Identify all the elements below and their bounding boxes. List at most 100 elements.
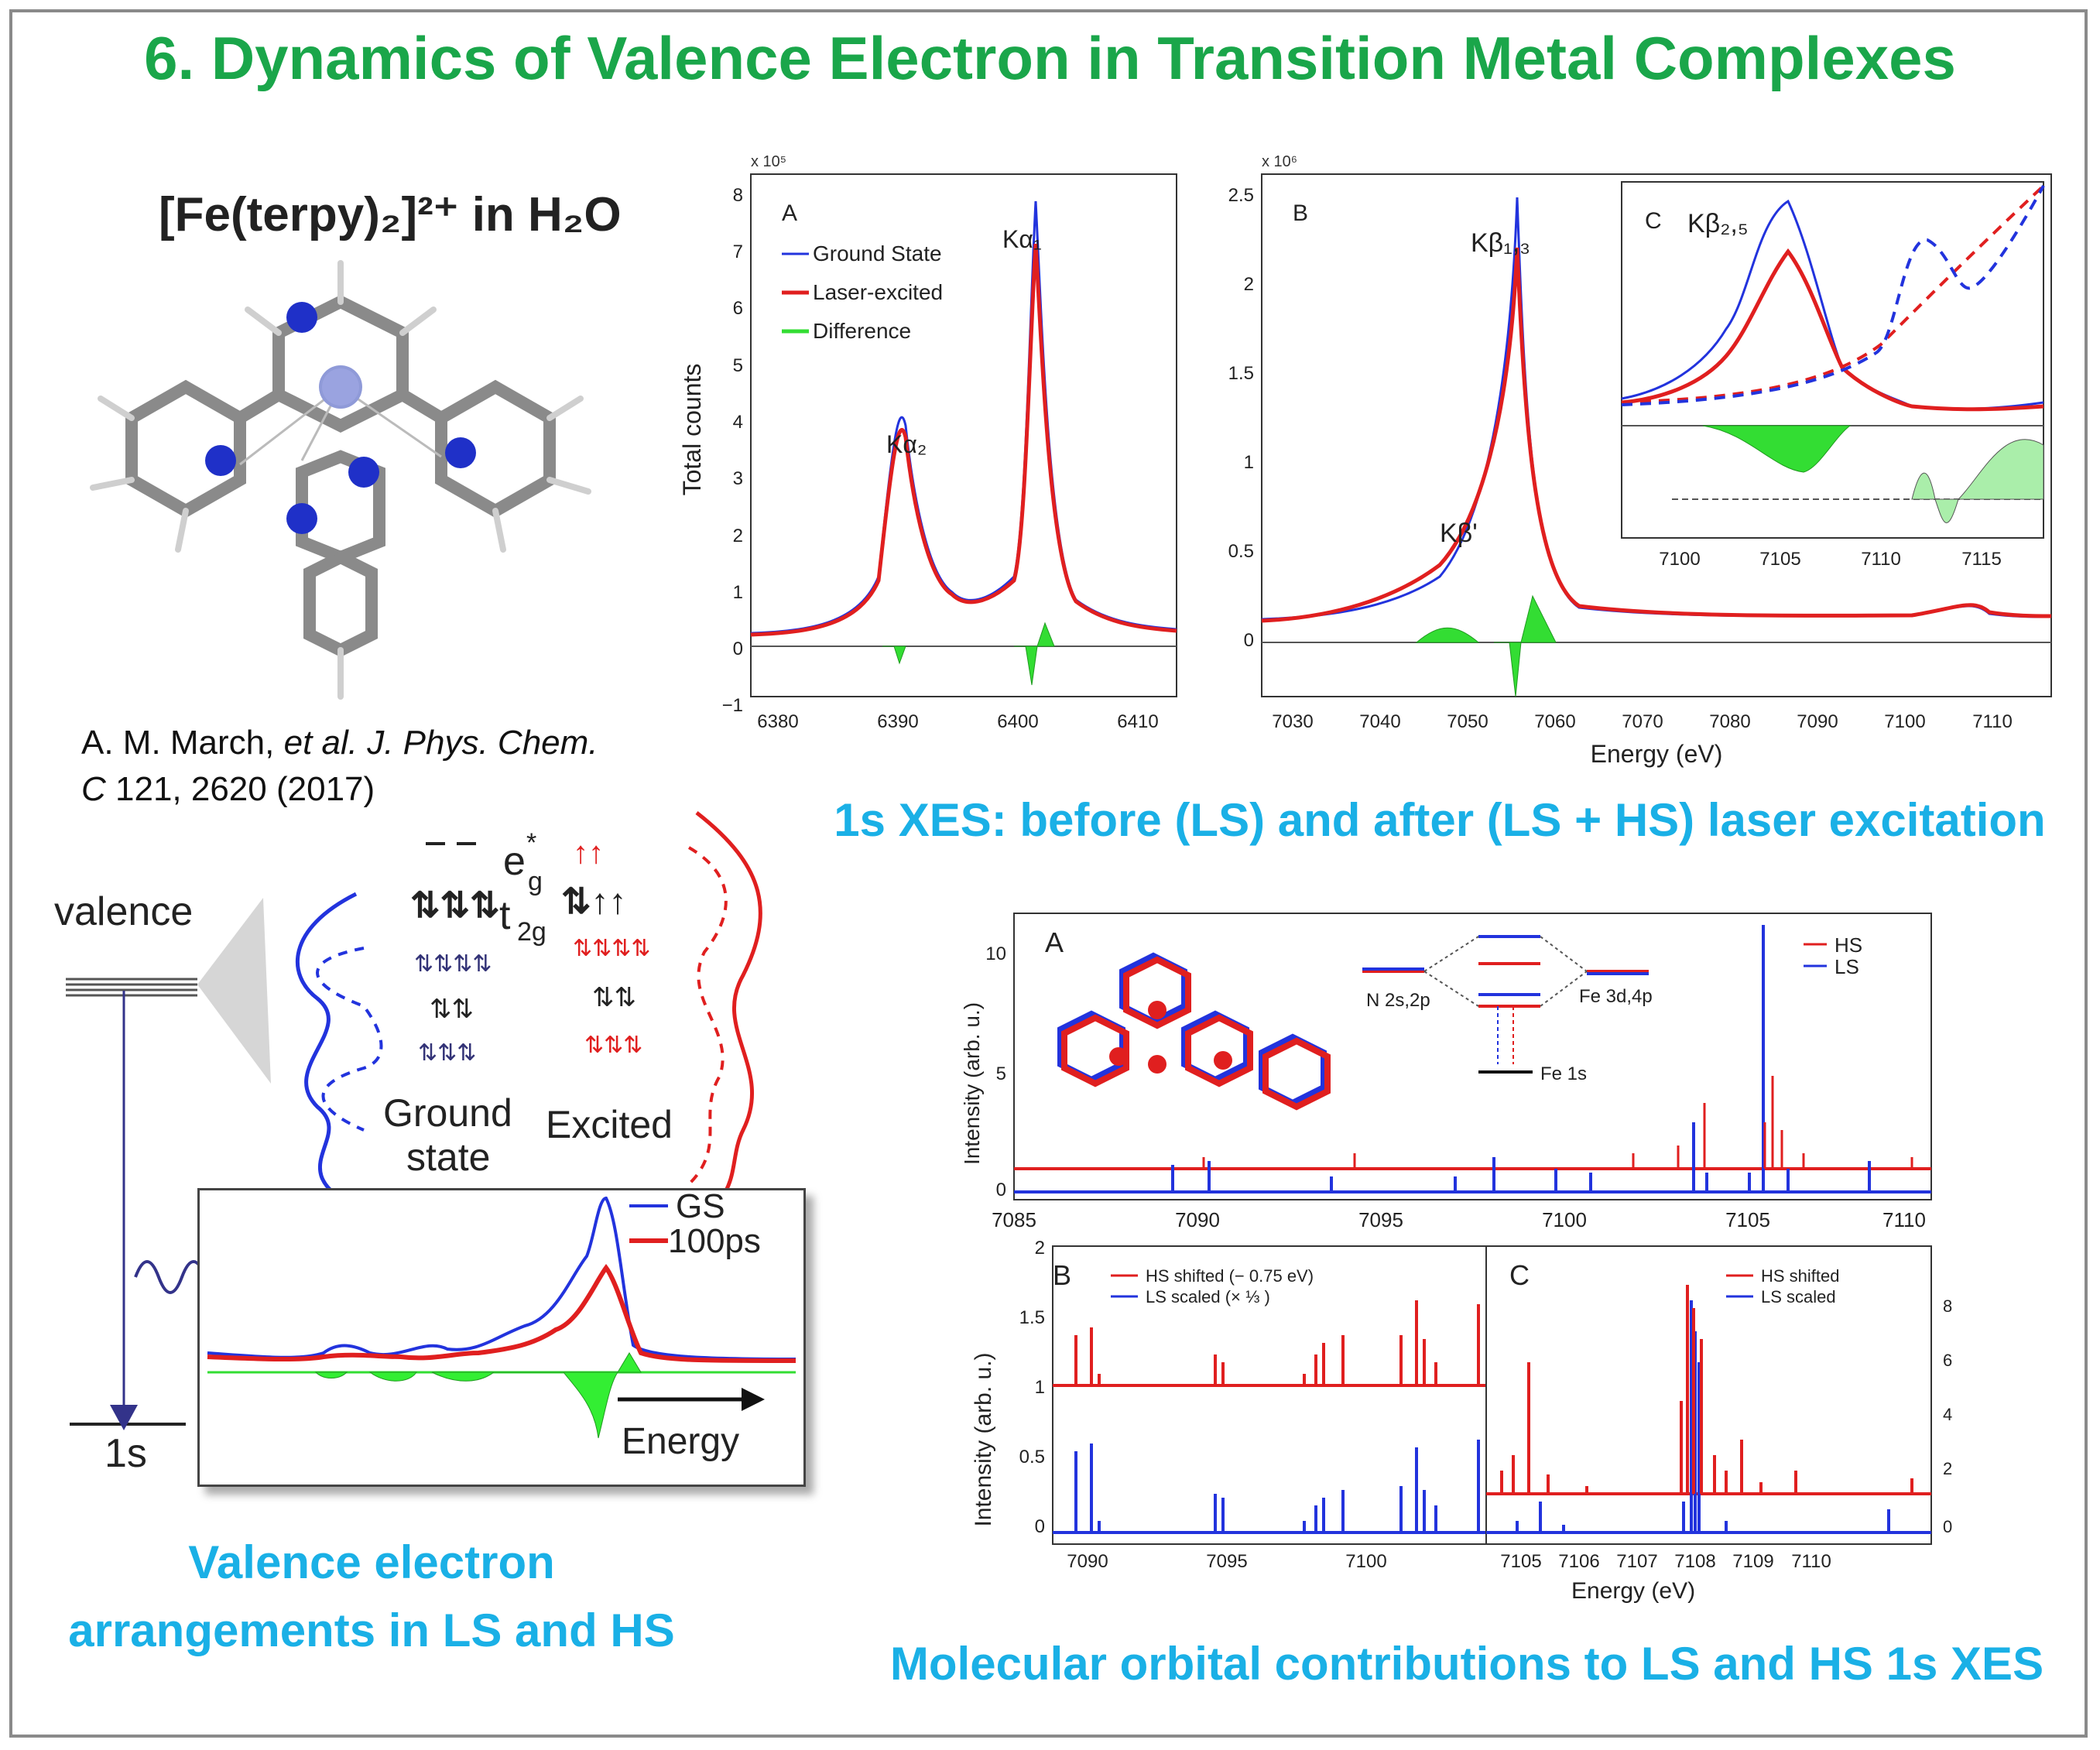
mo-a-ytick: 0: [996, 1180, 1006, 1200]
xes-a-label: A: [782, 200, 797, 226]
xes-b-peak-kbprime: Kβ': [1440, 519, 1478, 548]
xes-a-xtick: 6390: [877, 711, 918, 732]
inset-legend-gs-label: GS: [676, 1190, 725, 1225]
xes-a-ytick: 5: [733, 355, 743, 376]
mo-a-xtick: 7090: [1175, 1208, 1220, 1231]
xes-a-ytick: 7: [733, 241, 743, 262]
xes-c-diff-fill: [1702, 425, 1852, 473]
mo-c-ytick: 4: [1943, 1405, 1952, 1424]
excited-t2g-electrons: ⇅↑↑: [561, 881, 627, 921]
mo-c-xtick: 7105: [1500, 1551, 1541, 1572]
mo-c-ytick: 2: [1943, 1459, 1952, 1478]
valence-label: valence: [54, 889, 193, 934]
mo-b-ls-sticks: [1074, 1440, 1480, 1533]
xes-b-xtick: 7060: [1534, 711, 1575, 732]
caption-mo: Molecular orbital contributions to LS an…: [889, 1638, 2044, 1690]
xes-c-label: C: [1645, 208, 1662, 234]
mo-c-legend-ls: LS scaled: [1761, 1287, 1836, 1307]
mo-a-ytick: 5: [996, 1063, 1006, 1084]
xes-c-excited-curve: [1621, 248, 2044, 412]
energy-arrow-icon: [742, 1388, 765, 1411]
xes-b-ytick: 1: [1244, 452, 1254, 473]
citation: A. M. March, et al. J. Phys. Chem. C 121…: [81, 720, 701, 813]
mo-b-ylabel: Intensity (arb. u.): [971, 1352, 996, 1526]
xes-b-xtick: 7030: [1272, 711, 1313, 732]
excited-level-electrons: ⇅⇅⇅⇅: [573, 936, 651, 961]
mo-b-hs-sticks: [1074, 1300, 1480, 1385]
mo-c-xlabel: Energy (eV): [1571, 1578, 1695, 1604]
citation-authors: A. M. March,: [81, 724, 284, 762]
mo-b-legend-hs: HS shifted (− 0.75 eV): [1146, 1266, 1314, 1286]
xes-b-xtick: 7110: [1972, 711, 2013, 732]
mo-a-ytick: 10: [985, 943, 1006, 964]
ground-state-label-1: Ground: [383, 1091, 512, 1135]
mo-a-xtick: 7110: [1882, 1208, 1926, 1231]
xes-a-xtick: 6400: [997, 711, 1038, 732]
xes-b-label: B: [1293, 200, 1308, 226]
xes-a-ylabel: Total counts: [678, 364, 706, 496]
legend-excited-label: Laser-excited: [813, 280, 943, 304]
mo-a-label: A: [1045, 926, 1064, 958]
mo-c-ytick: 6: [1943, 1351, 1952, 1370]
inset-difference-fill: [314, 1352, 642, 1439]
molecule-structure-image: [90, 260, 591, 700]
mo-a-ylabel: Intensity (arb. u.): [960, 1002, 984, 1165]
xes-a-excited-curve: [750, 243, 1177, 637]
excited-state-label: Excited: [546, 1103, 673, 1146]
mo-b-ytick: 2: [1035, 1238, 1045, 1259]
mo-panel-c-frame: [1485, 1245, 1932, 1545]
ground-dos-dashed: [316, 947, 383, 1132]
xes-b-ytick: 0.5: [1228, 541, 1254, 562]
mo-c-ls-sticks: [1516, 1300, 1890, 1533]
xes-a-peak-ka1: Kα₁: [1002, 225, 1042, 253]
mo-c-xtick: 7109: [1732, 1551, 1773, 1572]
xes-c-xtick: 7115: [1961, 549, 2002, 570]
mo-a-hs-sticks: [1202, 1076, 1913, 1169]
xes-b-diff-fill: [1494, 594, 1557, 697]
excited-level-electrons: ⇅⇅⇅: [584, 1033, 642, 1058]
mo-b-ytick: 0.5: [1019, 1447, 1045, 1467]
ground-level-electrons: ⇅⇅: [430, 995, 474, 1024]
slide-frame: [9, 9, 2088, 1738]
xes-a-ytick: 0: [733, 639, 743, 659]
mo-a-molecule-sketch: [1057, 952, 1331, 1111]
mo-b-ytick: 1: [1035, 1377, 1045, 1398]
mo-a-ls-sticks: [1171, 925, 1871, 1192]
citation-etal: et al. J. Phys. Chem.: [283, 724, 598, 762]
mo-c-xtick: 7108: [1674, 1551, 1715, 1572]
xes-b-diff-fill: [1415, 627, 1480, 643]
xes-a-peak-ka2: Kα₂: [886, 430, 927, 458]
excited-level-electrons: ⇅⇅: [592, 983, 636, 1012]
xes-b-peak-kb13: Kβ₁,₃: [1471, 228, 1530, 258]
mo-a-xtick: 7095: [1358, 1208, 1403, 1231]
mo-a-xtick: 7085: [992, 1208, 1036, 1231]
caption-xes: 1s XES: before (LS) and after (LS + HS) …: [834, 794, 2046, 846]
legend-difference-label: Difference: [813, 319, 911, 343]
inset-energy-label: Energy: [622, 1421, 739, 1462]
xes-a-ground-curve: [750, 200, 1177, 635]
inset-legend-100ps-label: 100ps: [668, 1222, 761, 1260]
caption-valence-line2: arrangements in LS and HS: [68, 1604, 675, 1656]
xes-c-xtick: 7110: [1861, 549, 1901, 570]
slide-title: 6. Dynamics of Valence Electron in Trans…: [144, 24, 1956, 92]
ground-level-electrons: ⇅⇅⇅⇅: [414, 951, 492, 977]
xes-a-diff-fill: [1014, 622, 1055, 686]
xes-b-ytick: 2: [1244, 274, 1254, 295]
mo-c-xtick: 7107: [1616, 1551, 1657, 1572]
xes-panel-c-frame: [1621, 181, 2044, 539]
fe-atom-icon: [322, 368, 359, 406]
mo-a-legend-ls: LS: [1835, 955, 1859, 978]
mo-a-legend-hs: HS: [1835, 933, 1862, 957]
xes-b-ytick: 0: [1244, 630, 1254, 651]
xes-a-ytick: 4: [733, 412, 743, 433]
xes-b-ytick: 1.5: [1228, 363, 1254, 384]
inset-100ps-curve: [207, 1263, 796, 1363]
mo-c-ytick: 0: [1943, 1517, 1952, 1536]
transition-arrow-icon: [110, 1405, 138, 1430]
valence-spread-shape: [197, 898, 271, 1084]
xes-c-xtick: 7105: [1759, 549, 1800, 570]
mo-c-hs-sticks: [1500, 1285, 1913, 1494]
xes-b-ytick: 2.5: [1228, 185, 1254, 206]
eg-sub: g: [528, 867, 543, 896]
xes-a-xtick: 6410: [1117, 711, 1158, 732]
